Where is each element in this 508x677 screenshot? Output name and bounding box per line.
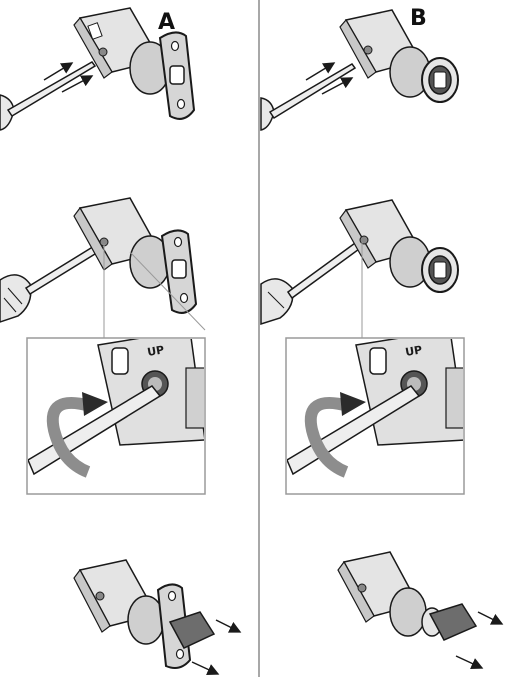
latch-b-step2 <box>260 199 459 340</box>
zoom-stamp-a: UP <box>146 343 165 359</box>
latch-a-step3 <box>73 559 242 676</box>
panel-a: UP <box>0 7 242 676</box>
panel-b-label: B <box>410 6 427 31</box>
latch-a-step2 <box>0 197 206 340</box>
zoom-box-b: UP <box>285 337 465 495</box>
zoom-stamp-b: UP <box>404 343 423 359</box>
latch-a-step1 <box>0 7 196 131</box>
panel-b: UP <box>260 9 504 670</box>
latch-b-step1 <box>260 9 459 131</box>
panel-a-label: A <box>158 10 176 35</box>
zoom-box-a: UP <box>26 337 206 495</box>
latch-b-step3 <box>337 551 504 670</box>
